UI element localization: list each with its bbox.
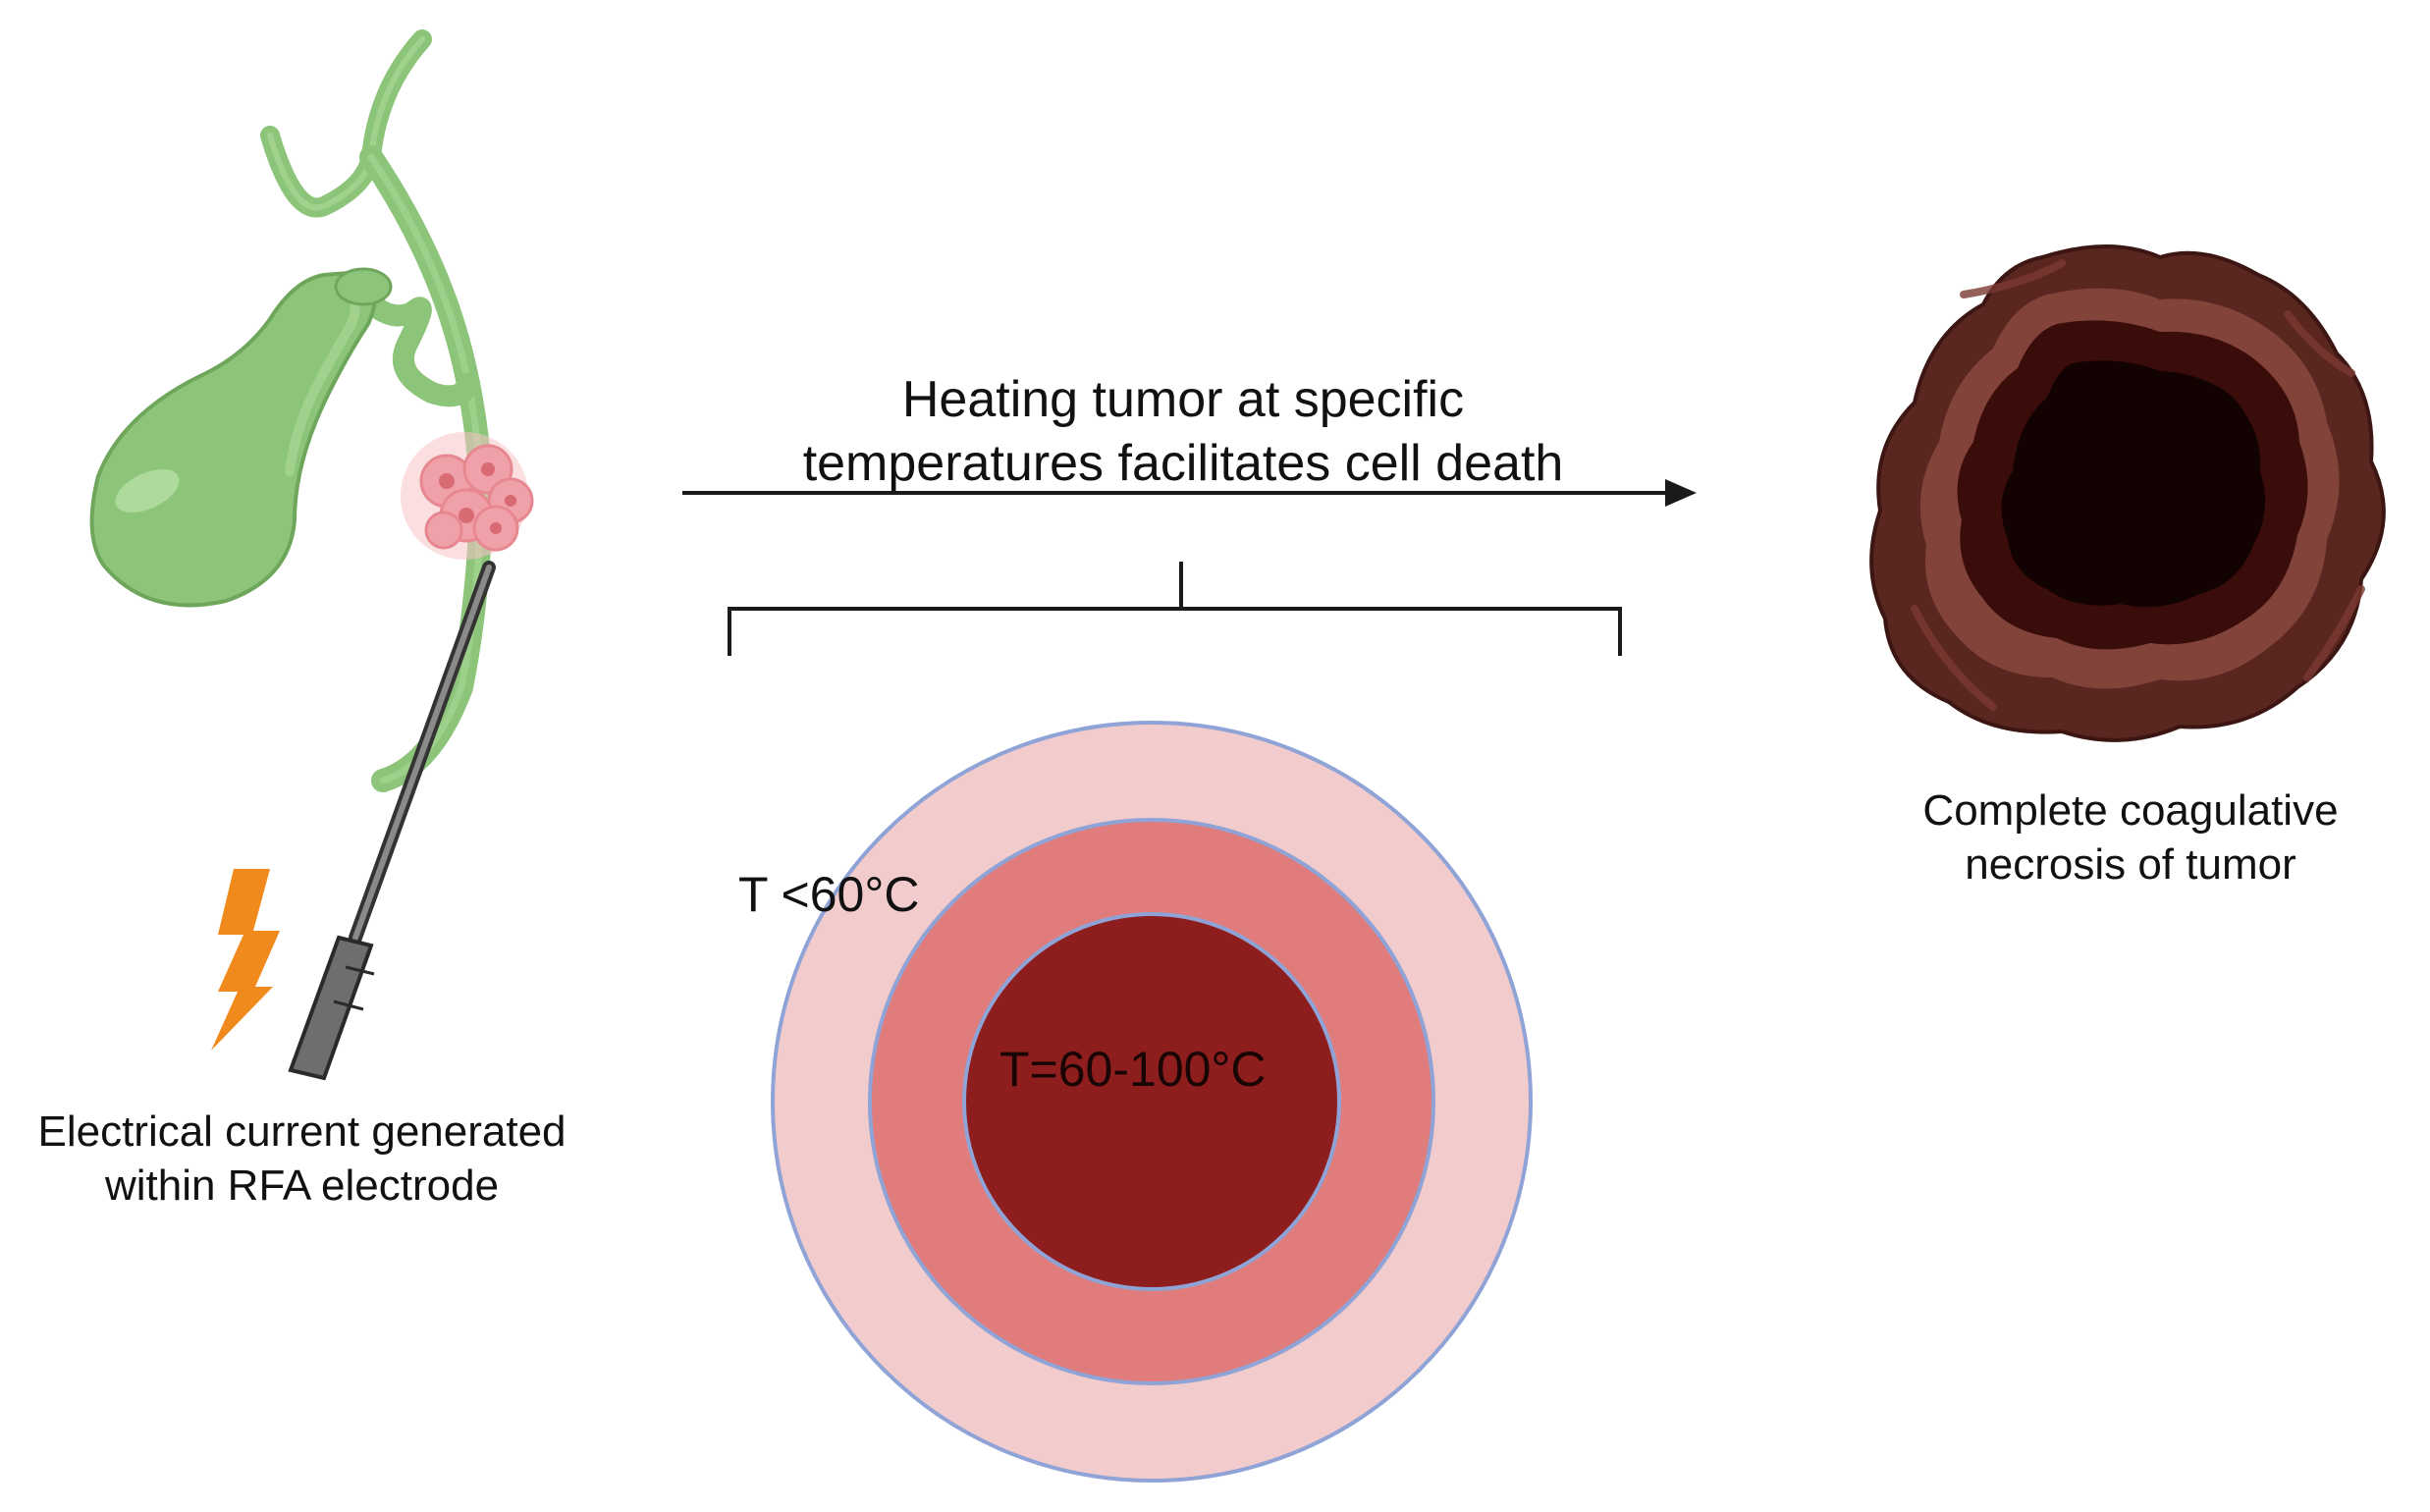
arrow-caption-line1: Heating tumor at specific [901,371,1465,428]
outcome-caption-line1: Complete coagulative [1922,786,2339,835]
outcome-caption-line2: necrosis of tumor [1965,840,2296,889]
necrotic-tumor-icon [1869,244,2386,742]
inner-zone-temp-label: T=60-100°C [999,1042,1267,1097]
electrode-caption: Electrical current generated within RFA … [0,1105,604,1213]
zone-bracket [728,562,1622,656]
outcome-caption: Complete coagulative necrosis of tumor [1865,783,2396,891]
rfa-electrode-icon [288,561,496,1081]
arrow-caption: Heating tumor at specific temperatures f… [687,368,1679,496]
process-arrow [682,479,1697,507]
electrode-caption-line2: within RFA electrode [104,1161,500,1210]
tumor-cells-icon [401,432,534,560]
electrode-caption-line1: Electrical current generated [37,1107,567,1156]
arrow-caption-line2: temperatures facilitates cell death [802,435,1564,492]
lightning-bolt-icon [211,869,280,1051]
gallbladder-icon [89,29,494,792]
inner-zone [962,912,1341,1291]
outer-zone-temp-label: T <60°C [738,867,920,922]
ablation-zones [771,721,1533,1483]
